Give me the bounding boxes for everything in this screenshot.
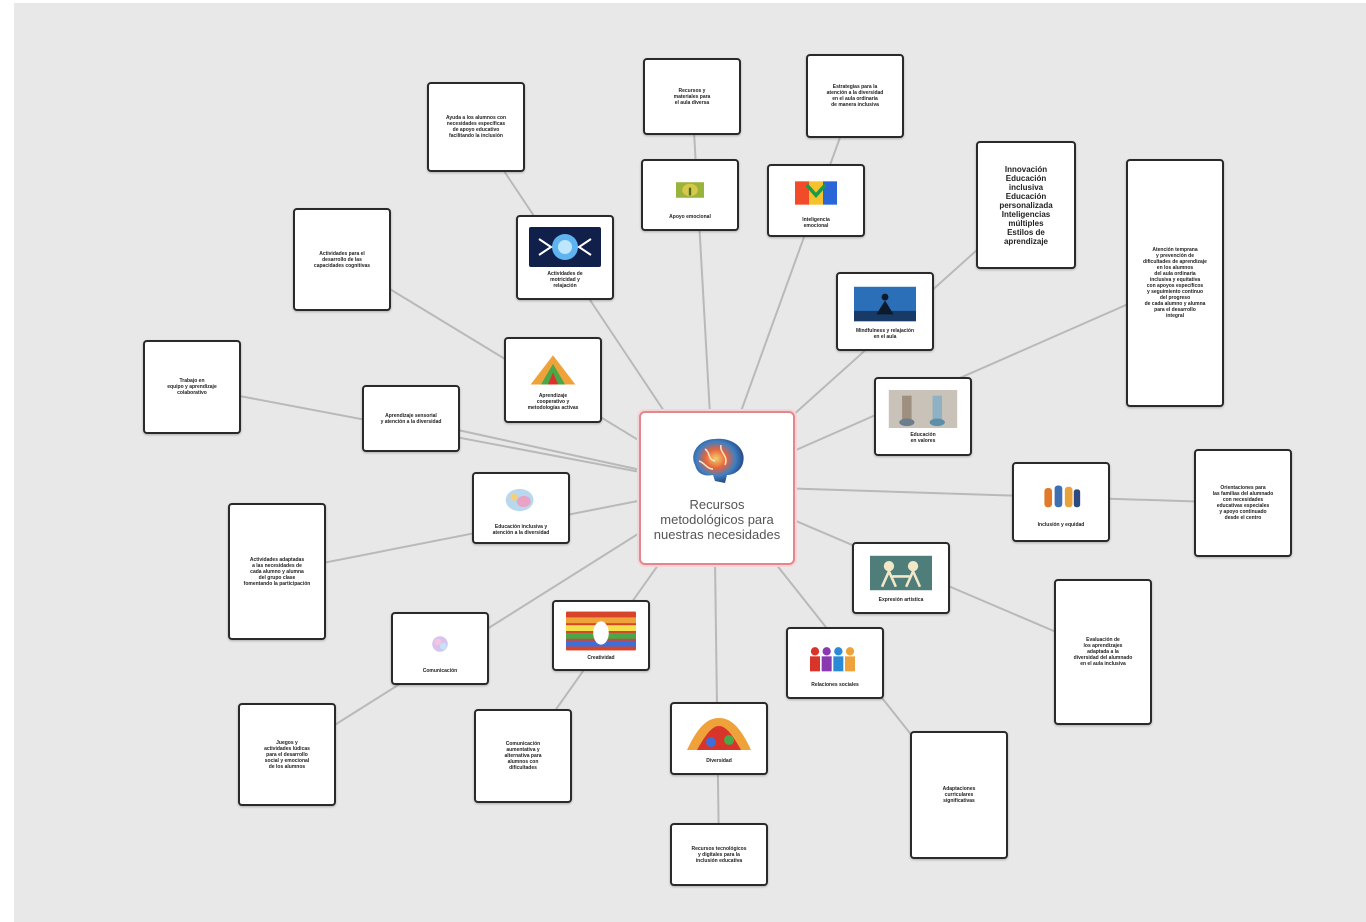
text-node[interactable]: Orientaciones para las familias del alum…	[1194, 449, 1292, 557]
picture-node[interactable]: Mindfulness y relajación en el aula	[836, 272, 934, 351]
color-splash-image	[683, 713, 755, 754]
node-text: Recursos tecnológicos y digitales para l…	[691, 845, 747, 864]
text-node[interactable]: Ayuda a los alumnos con necesidades espe…	[427, 82, 525, 172]
node-text: Inteligencia emocional	[802, 216, 830, 229]
text-node[interactable]: Atención temprana y prevención de dificu…	[1126, 159, 1224, 407]
text-node[interactable]: Trabajo en equipo y aprendizaje colabora…	[143, 340, 241, 434]
children-feet-image	[888, 389, 958, 428]
node-text: Evaluación de los aprendizajes adaptada …	[1073, 637, 1133, 667]
text-node[interactable]: Aprendizaje sensorial y atención a la di…	[362, 385, 460, 452]
picture-node[interactable]: Inclusión y equidad	[1012, 462, 1110, 542]
node-text: Atención temprana y prevención de dificu…	[1143, 247, 1207, 319]
picture-node[interactable]: Comunicación	[391, 612, 489, 685]
holding-hands-image	[870, 555, 932, 591]
rainbow-burst-image	[566, 611, 636, 650]
text-node[interactable]: Evaluación de los aprendizajes adaptada …	[1054, 579, 1152, 725]
node-text: Innovación Educación inclusiva Educación…	[999, 164, 1053, 246]
brain-icon	[693, 438, 744, 483]
central-topic-title: Recursos metodológicos para nuestras nec…	[653, 496, 781, 542]
diverse-people-image	[805, 641, 865, 675]
node-text: Mindfulness y relajación en el aula	[855, 327, 915, 340]
node-text: Creatividad	[587, 654, 615, 661]
mind-map-canvas[interactable]: Recursos metodológicos para nuestras nec…	[14, 3, 1366, 922]
connector-line	[713, 485, 1244, 504]
text-node[interactable]: Comunicación aumentativa y alternativa p…	[474, 709, 572, 803]
text-node[interactable]: Estrategias para la atención a la divers…	[806, 54, 904, 138]
text-node[interactable]: Actividades adaptadas a las necesidades …	[228, 503, 326, 640]
node-text: Aprendizaje sensorial y atención a la di…	[380, 412, 442, 425]
node-text: Ayuda a los alumnos con necesidades espe…	[445, 115, 507, 139]
text-node[interactable]: Adaptaciones curriculares significativas	[910, 731, 1008, 859]
picture-node[interactable]: Relaciones sociales	[786, 627, 884, 699]
node-text: Actividades para el desarrollo de las ca…	[313, 250, 371, 269]
node-text: Juegos y actividades lúdicas para el des…	[264, 739, 310, 770]
node-text: Diversidad	[706, 757, 732, 764]
brain-lightbulb-image	[529, 226, 601, 267]
node-text: Expresión artística	[878, 597, 924, 603]
central-topic-node[interactable]: Recursos metodológicos para nuestras nec…	[639, 411, 795, 565]
abstract-head-image	[496, 486, 546, 514]
node-text: Actividades de motricidad y relajación	[547, 270, 583, 289]
plant-image	[676, 182, 704, 198]
node-text: Trabajo en equipo y aprendizaje colabora…	[167, 378, 217, 396]
text-node[interactable]: Innovación Educación inclusiva Educación…	[976, 141, 1076, 269]
picture-node[interactable]: Apoyo emocional	[641, 159, 739, 231]
node-text: Recursos y materiales para el aula diver…	[673, 87, 711, 106]
picture-node[interactable]: Expresión artística	[852, 542, 950, 614]
node-text: Orientaciones para las familias del alum…	[1212, 485, 1274, 521]
picture-node[interactable]: Diversidad	[670, 702, 768, 775]
node-text: Educación inclusiva y atención a la dive…	[492, 524, 550, 536]
node-text: Adaptaciones curriculares significativas	[942, 786, 976, 804]
picture-node[interactable]: Aprendizaje cooperativo y metodologías a…	[504, 337, 602, 423]
colorful-figure-image	[795, 180, 837, 205]
node-text: Educación en valores	[910, 431, 936, 444]
hands-raised-image	[1038, 484, 1084, 510]
node-text: Estrategias para la atención a la divers…	[826, 84, 884, 108]
colored-pencils-image	[522, 351, 584, 387]
node-text: Comunicación	[422, 667, 458, 674]
pastel-orb-image	[420, 632, 460, 655]
node-text: Aprendizaje cooperativo y metodologías a…	[527, 393, 579, 411]
picture-node[interactable]: Inteligencia emocional	[767, 164, 865, 237]
node-text: Comunicación aumentativa y alternativa p…	[504, 741, 542, 771]
picture-node[interactable]: Educación inclusiva y atención a la dive…	[472, 472, 570, 544]
text-node[interactable]: Recursos y materiales para el aula diver…	[643, 58, 741, 135]
node-text: Actividades adaptadas a las necesidades …	[243, 556, 311, 587]
node-text: Relaciones sociales	[811, 682, 859, 688]
node-text: Inclusión y equidad	[1037, 522, 1085, 528]
text-node[interactable]: Actividades para el desarrollo de las ca…	[293, 208, 391, 311]
node-text: Apoyo emocional	[669, 214, 711, 220]
picture-node[interactable]: Creatividad	[552, 600, 650, 671]
picture-node[interactable]: Educación en valores	[874, 377, 972, 456]
text-node[interactable]: Recursos tecnológicos y digitales para l…	[670, 823, 768, 886]
text-node[interactable]: Juegos y actividades lúdicas para el des…	[238, 703, 336, 806]
meditation-image	[854, 286, 916, 321]
picture-node[interactable]: Actividades de motricidad y relajación	[516, 215, 614, 300]
